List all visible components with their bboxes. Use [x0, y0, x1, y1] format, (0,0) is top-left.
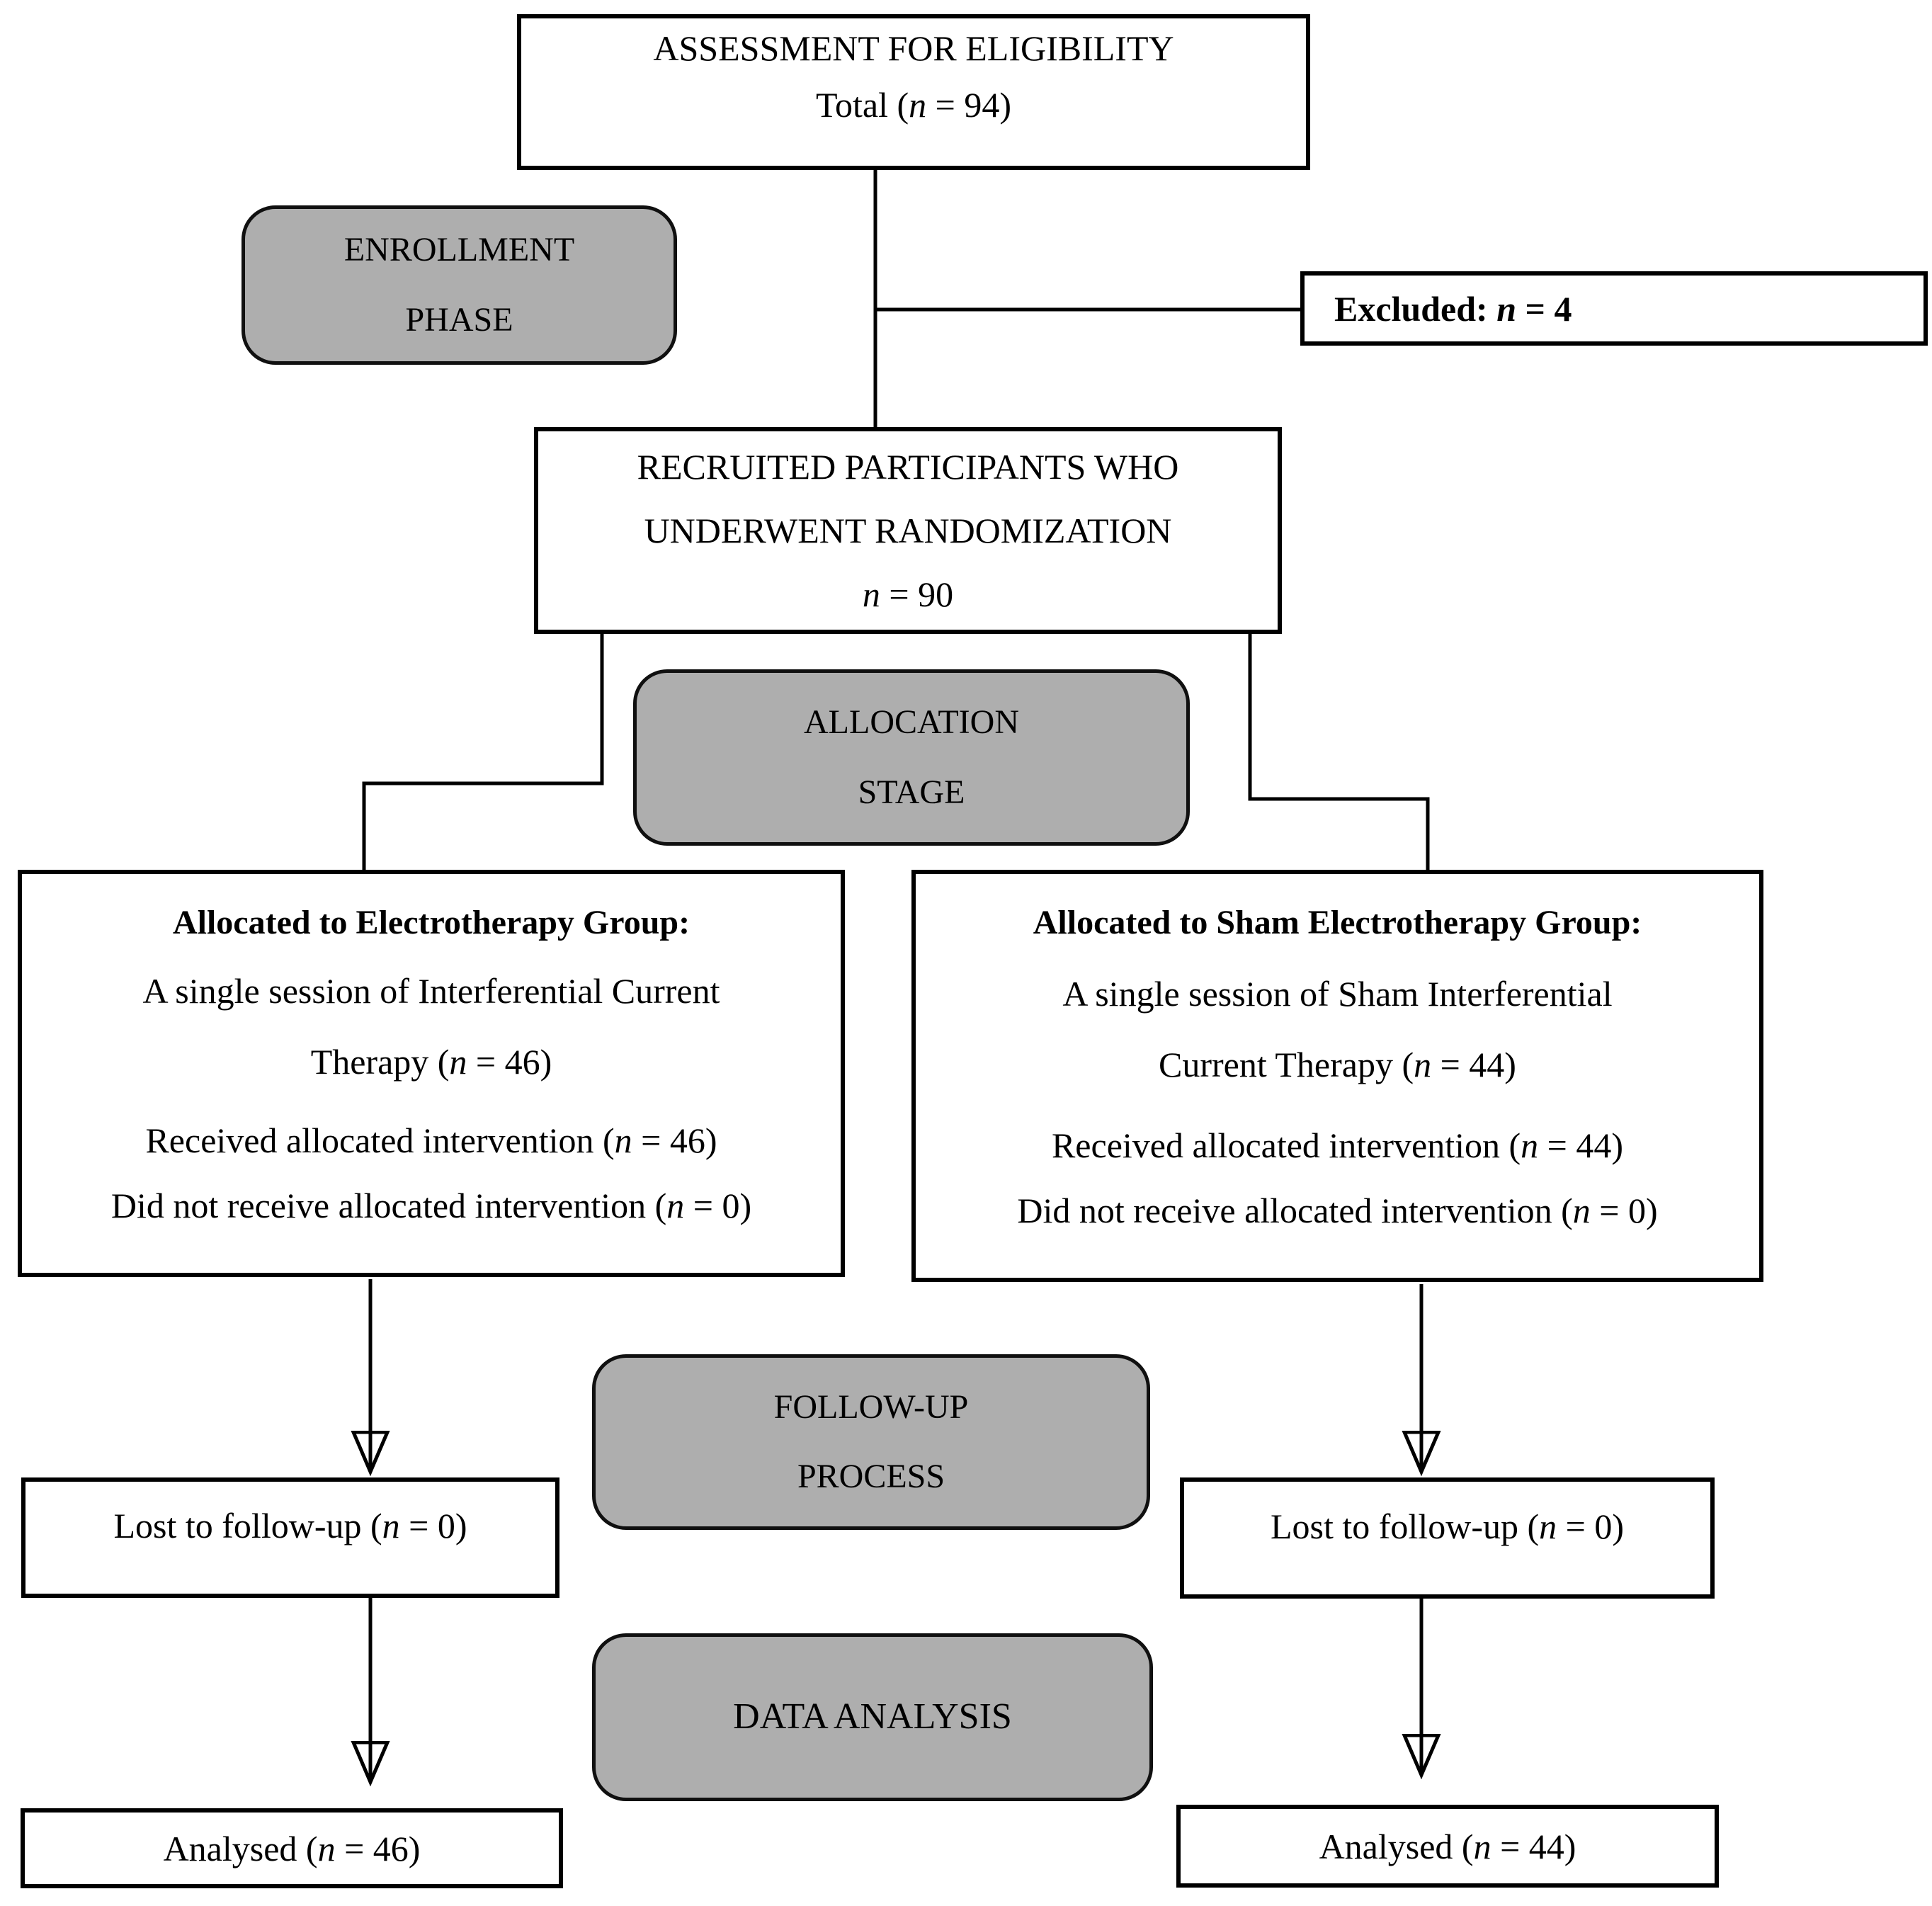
enrollment-line1: ENROLLMENT — [343, 231, 575, 269]
group-left-description: A single session of Interferential Curre… — [142, 955, 720, 1097]
excluded-label: Excluded: — [1334, 288, 1497, 329]
excluded-box: Excluded: n = 4 — [1300, 271, 1928, 346]
analysed-left-box: Analysed (n = 46) — [21, 1808, 563, 1888]
recruited-line2: UNDERWENT RANDOMIZATION — [644, 511, 1172, 550]
lost-left-n-italic: n — [382, 1506, 400, 1545]
sham-electrotherapy-group-box: Allocated to Sham Electrotherapy Group: … — [911, 870, 1763, 1282]
recruited-n-italic: n — [862, 574, 880, 614]
group-left-not-received-post: = 0) — [684, 1186, 752, 1226]
group-left-heading: Allocated to Electrotherapy Group: — [172, 904, 691, 941]
lost-right-post: = 0) — [1557, 1506, 1624, 1546]
analysed-right-post: = 44) — [1491, 1826, 1576, 1866]
group-left-not-received-n-italic: n — [666, 1186, 685, 1226]
group-right-not-received-line: Did not receive allocated intervention (… — [1017, 1178, 1657, 1244]
group-right-not-received-n-italic: n — [1572, 1191, 1591, 1231]
lost-left-pre: Lost to follow-up ( — [113, 1506, 382, 1545]
followup-process-stage-box: FOLLOW-UP PROCESS — [592, 1354, 1150, 1530]
analysed-right-n-italic: n — [1473, 1826, 1491, 1866]
group-right-received-line: Received allocated intervention (n = 44) — [1017, 1113, 1657, 1179]
group-left-received-line: Received allocated intervention (n = 46) — [111, 1108, 751, 1174]
assessment-total-pre: Total ( — [815, 84, 909, 125]
group-right-received-post: = 44) — [1538, 1125, 1624, 1165]
group-right-desc-line2: Current Therapy (n = 44) — [1062, 1029, 1612, 1100]
group-left-desc2-pre: Therapy ( — [310, 1042, 450, 1082]
analysed-right-pre: Analysed ( — [1319, 1826, 1474, 1866]
electrotherapy-group-box: Allocated to Electrotherapy Group: A sin… — [18, 870, 845, 1277]
assessment-n-italic: n — [909, 84, 927, 125]
group-right-desc-line1: A single session of Sham Interferential — [1062, 973, 1613, 1014]
recruited-line1: RECRUITED PARTICIPANTS WHO — [637, 447, 1179, 487]
group-right-desc2-post: = 44) — [1431, 1044, 1516, 1084]
lost-left-post: = 0) — [399, 1506, 467, 1545]
group-right-received-n-italic: n — [1521, 1125, 1539, 1165]
analysed-right-line: Analysed (n = 44) — [1319, 1815, 1576, 1878]
allocation-line2: STAGE — [858, 773, 965, 811]
lost-to-followup-right-box: Lost to follow-up (n = 0) — [1180, 1477, 1715, 1599]
allocation-line1: ALLOCATION — [804, 703, 1019, 742]
analysed-left-n-italic: n — [317, 1828, 336, 1868]
lost-right-pre: Lost to follow-up ( — [1271, 1506, 1540, 1546]
allocation-stage-box: ALLOCATION STAGE — [633, 669, 1190, 846]
lost-to-followup-left-box: Lost to follow-up (n = 0) — [21, 1477, 559, 1598]
group-right-not-received-post: = 0) — [1590, 1191, 1658, 1231]
randomization-box: RECRUITED PARTICIPANTS WHO UNDERWENT RAN… — [534, 427, 1282, 634]
assessment-total-post: = 94) — [926, 84, 1012, 125]
group-right-desc2-n-italic: n — [1414, 1044, 1432, 1084]
recruited-count-line: n = 90 — [863, 562, 953, 626]
connector-recruited-to-group-right — [1248, 634, 1430, 870]
group-left-not-received-line: Did not receive allocated intervention (… — [111, 1173, 751, 1239]
lost-left-line: Lost to follow-up (n = 0) — [114, 1494, 467, 1558]
analysed-left-post: = 46) — [335, 1828, 421, 1868]
group-right-desc2-pre: Current Therapy ( — [1159, 1044, 1414, 1084]
group-right-description: A single session of Sham Interferential … — [1062, 958, 1612, 1100]
group-right-intervention-lines: Received allocated intervention (n = 44)… — [1017, 1113, 1657, 1244]
group-right-received-pre: Received allocated intervention ( — [1051, 1125, 1521, 1165]
enrollment-line2: PHASE — [405, 300, 513, 339]
excluded-value: = 4 — [1516, 288, 1572, 329]
group-left-not-received-pre: Did not receive allocated intervention ( — [110, 1186, 667, 1226]
group-left-received-pre: Received allocated intervention ( — [145, 1120, 615, 1160]
analysed-right-box: Analysed (n = 44) — [1176, 1805, 1719, 1888]
followup-line2: PROCESS — [797, 1458, 945, 1495]
group-left-desc-line2: Therapy (n = 46) — [142, 1026, 720, 1097]
group-right-not-received-pre: Did not receive allocated intervention ( — [1017, 1191, 1573, 1231]
data-analysis-label: DATA ANALYSIS — [733, 1696, 1012, 1737]
analysed-left-pre: Analysed ( — [163, 1828, 318, 1868]
analysed-left-line: Analysed (n = 46) — [164, 1817, 421, 1881]
group-left-intervention-lines: Received allocated intervention (n = 46)… — [111, 1108, 751, 1239]
assessment-total-line: Total (n = 94) — [816, 76, 1011, 133]
group-left-desc-line1: A single session of Interferential Curre… — [142, 971, 720, 1011]
excluded-n-italic: n — [1496, 288, 1517, 329]
followup-line1: FOLLOW-UP — [773, 1388, 969, 1426]
data-analysis-stage-box: DATA ANALYSIS — [592, 1633, 1153, 1801]
assessment-title: ASSESSMENT FOR ELIGIBILITY — [653, 28, 1174, 68]
assessment-eligibility-box: ASSESSMENT FOR ELIGIBILITY Total (n = 94… — [517, 14, 1310, 170]
group-left-received-n-italic: n — [614, 1120, 632, 1160]
enrollment-phase-stage-box: ENROLLMENT PHASE — [242, 205, 677, 365]
lost-right-line: Lost to follow-up (n = 0) — [1271, 1494, 1624, 1558]
lost-right-n-italic: n — [1539, 1506, 1557, 1546]
connector-recruited-to-group-left — [362, 634, 604, 870]
group-left-received-post: = 46) — [632, 1120, 717, 1160]
group-left-desc2-post: = 46) — [467, 1042, 552, 1082]
group-left-desc2-n-italic: n — [449, 1042, 467, 1082]
excluded-line: Excluded: n = 4 — [1334, 288, 1572, 330]
recruited-count: = 90 — [880, 574, 954, 614]
group-right-heading: Allocated to Sham Electrotherapy Group: — [1033, 904, 1642, 941]
